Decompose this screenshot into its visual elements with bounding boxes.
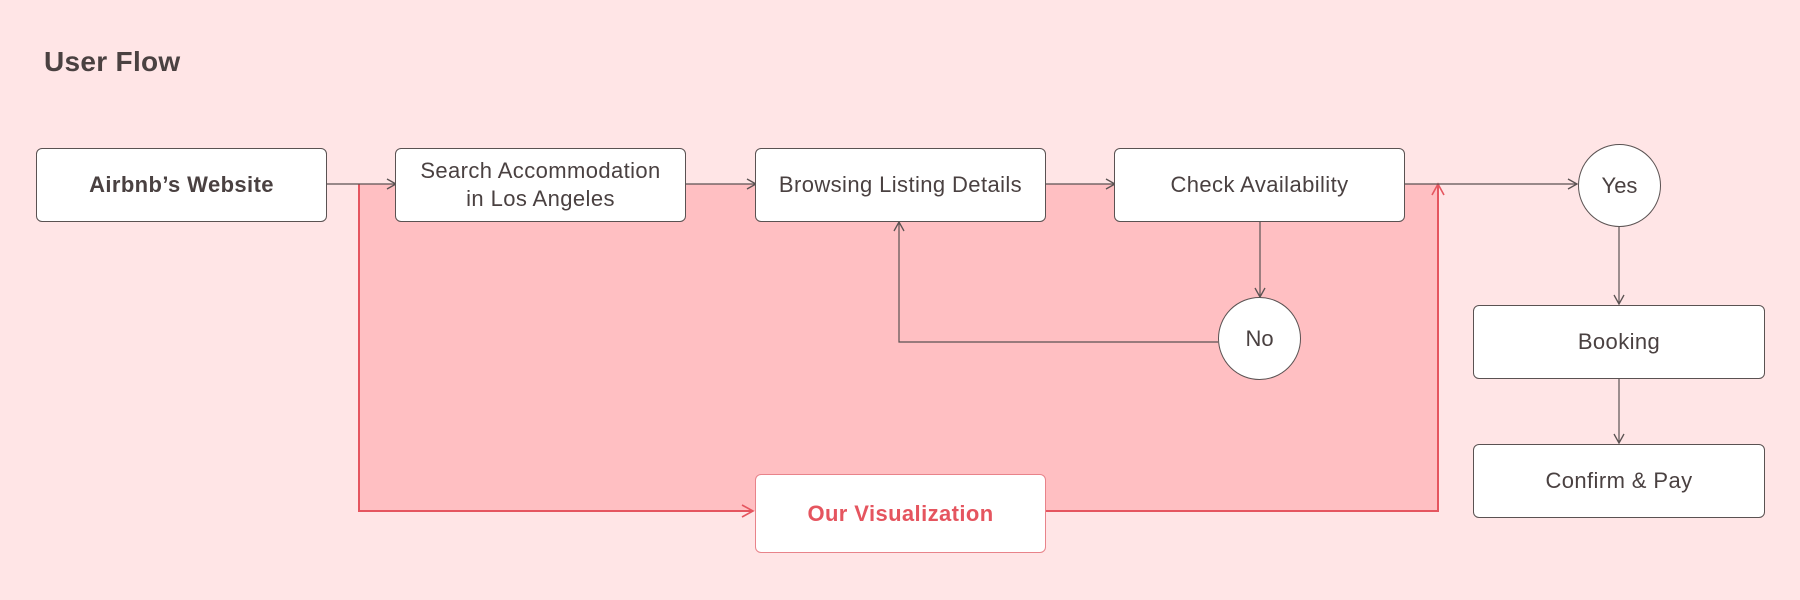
node-search-accommodation: Search Accommodation in Los Angeles	[395, 148, 686, 222]
node-confirm-pay: Confirm & Pay	[1473, 444, 1765, 518]
diagram-title: User Flow	[44, 46, 181, 77]
node-check-availability: Check Availability	[1114, 148, 1405, 222]
node-our-visualization-label: Our Visualization	[807, 500, 994, 526]
node-airbnb-website: Airbnb’s Website	[36, 148, 327, 222]
node-booking-label: Booking	[1577, 329, 1661, 354]
node-browsing-listing-details-label: Browsing Listing Details	[778, 172, 1023, 197]
node-yes-label: Yes	[1601, 172, 1638, 198]
node-browsing-listing-details: Browsing Listing Details	[755, 148, 1046, 222]
node-our-visualization: Our Visualization	[755, 474, 1046, 553]
visualization-loop-left	[358, 184, 755, 518]
node-confirm-pay-label: Confirm & Pay	[1545, 468, 1693, 493]
node-check-availability-label: Check Availability	[1170, 172, 1349, 197]
visualization-loop-right	[1046, 182, 1445, 512]
node-booking: Booking	[1473, 305, 1765, 379]
node-no: No	[1218, 297, 1301, 380]
arrow-no-to-browsing	[893, 220, 1218, 343]
node-yes: Yes	[1578, 144, 1661, 227]
node-airbnb-website-label: Airbnb’s Website	[89, 172, 274, 197]
node-no-label: No	[1245, 325, 1274, 351]
node-search-accommodation-label: Search Accommodation in Los Angeles	[420, 158, 661, 211]
